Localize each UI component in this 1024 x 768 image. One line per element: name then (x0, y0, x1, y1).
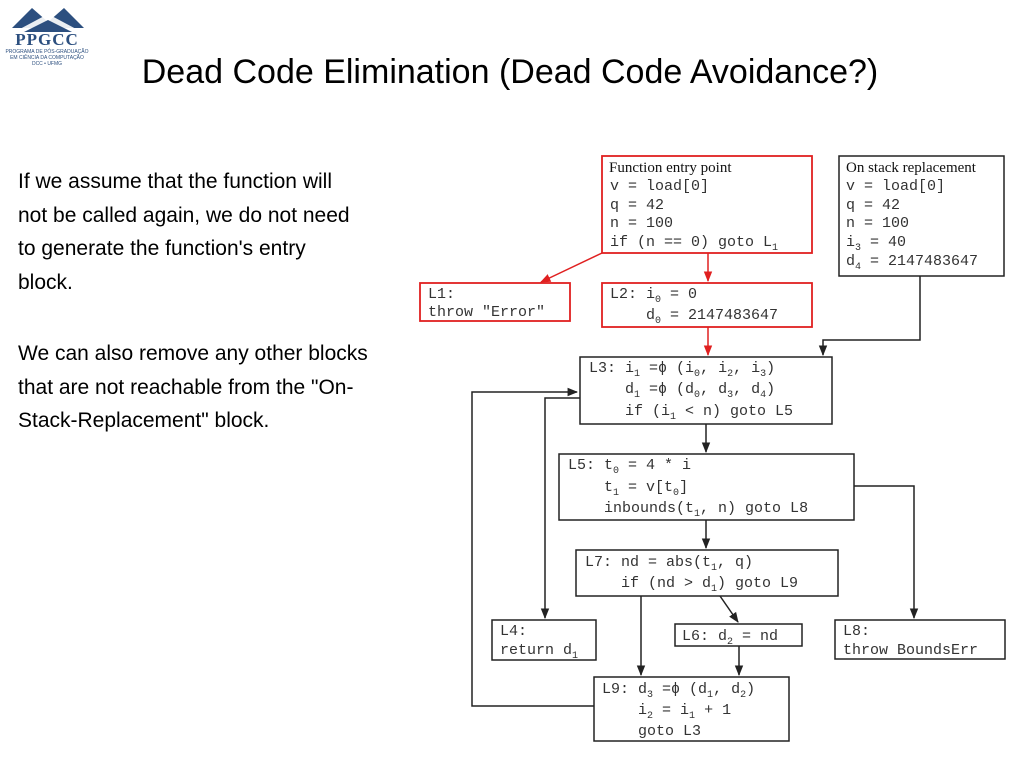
block-entry-line-1: v = load[0] (610, 178, 709, 195)
block-L9-line-2: i2 = i1 + 1 (602, 702, 731, 722)
block-L3-line-3: if (i1 < n) goto L5 (589, 403, 793, 423)
logo-name: PPGCC (15, 30, 79, 49)
block-L1-line-2: throw "Error" (428, 304, 545, 321)
block-osr-line-5: d4 = 2147483647 (846, 253, 978, 273)
logo-line-1: PROGRAMA DE PÓS-GRADUAÇÃO (5, 49, 89, 55)
slide-title: Dead Code Elimination (Dead Code Avoidan… (141, 53, 879, 91)
block-L3-line-2: d1 =ϕ (d0, d3, d4) (589, 381, 775, 401)
block-L9-line-3: goto L3 (602, 723, 701, 740)
block-osr-line-2: q = 42 (846, 197, 900, 214)
block-entry-header: Function entry point (609, 160, 732, 176)
block-L6-line-1: L6: d2 = nd (682, 628, 778, 648)
block-entry-line-2: q = 42 (610, 197, 664, 214)
block-osr-line-4: i3 = 40 (846, 234, 906, 254)
block-L5-line-3: inbounds(t1, n) goto L8 (568, 500, 808, 520)
block-osr-header: On stack replacement (846, 160, 977, 176)
block-L5-line-2: t1 = v[t0] (568, 479, 688, 499)
block-L3: L3: i1 =ϕ (i0, i2, i3) d1 =ϕ (d0, d3, d4… (579, 356, 833, 425)
block-L5-line-1: L5: t0 = 4 * i (568, 457, 691, 477)
edge-L9-to-L3 (471, 387, 594, 707)
block-entry-line-4: if (n == 0) goto L1 (610, 234, 778, 254)
cfg-edges (471, 252, 921, 707)
block-L8-line-1: L8: (843, 623, 870, 640)
block-L4-line-2: return d1 (500, 642, 578, 662)
paragraph-entry-block: If we assume that the function will not … (18, 170, 350, 294)
block-L7: L7: nd = abs(t1, q) if (nd > d1) goto L9 (575, 549, 839, 597)
block-function-entry: Function entry point v = load[0] q = 42 … (601, 155, 813, 254)
logo-emblem (12, 8, 84, 32)
paragraph-osr-block: We can also remove any other blocks that… (18, 342, 368, 432)
block-L3-line-1: L3: i1 =ϕ (i0, i2, i3) (589, 360, 775, 380)
block-L2: L2: i0 = 0 d0 = 2147483647 (601, 282, 813, 328)
block-L1-line-1: L1: (428, 286, 455, 303)
block-L5: L5: t0 = 4 * i t1 = v[t0] inbounds(t1, n… (558, 453, 855, 521)
logo-line-2: EM CIÊNCIA DA COMPUTAÇÃO (10, 55, 84, 61)
edge-L7-to-L6 (719, 595, 739, 623)
edge-L3-to-L4 (540, 397, 580, 620)
block-L9: L9: d3 =ϕ (d1, d2) i2 = i1 + 1 goto L3 (593, 676, 790, 742)
block-L4-line-1: L4: (500, 623, 527, 640)
block-L2-line-2: d0 = 2147483647 (610, 307, 778, 327)
block-L7-line-1: L7: nd = abs(t1, q) (585, 554, 753, 574)
block-L8: L8: throw BoundsErr (834, 619, 1006, 660)
block-L2-line-1: L2: i0 = 0 (610, 286, 697, 306)
edge-entry-to-L1 (540, 252, 603, 283)
ppgcc-logo: PPGCC PROGRAMA DE PÓS-GRADUAÇÃO EM CIÊNC… (4, 4, 90, 68)
block-osr-line-3: n = 100 (846, 215, 909, 232)
edge-osr-to-L3 (818, 276, 921, 357)
block-L4: L4: return d1 (491, 619, 597, 662)
block-L6: L6: d2 = nd (674, 623, 803, 648)
edge-L5-to-L8 (854, 485, 919, 620)
block-L1: L1: throw "Error" (419, 282, 571, 322)
block-osr-line-1: v = load[0] (846, 178, 945, 195)
block-L9-line-1: L9: d3 =ϕ (d1, d2) (602, 681, 755, 701)
block-on-stack-replacement: On stack replacement v = load[0] q = 42 … (838, 155, 1005, 277)
block-L8-line-2: throw BoundsErr (843, 642, 978, 659)
logo-line-3: DCC • UFMG (31, 61, 63, 67)
block-entry-line-3: n = 100 (610, 215, 673, 232)
block-L7-line-2: if (nd > d1) goto L9 (585, 575, 798, 595)
